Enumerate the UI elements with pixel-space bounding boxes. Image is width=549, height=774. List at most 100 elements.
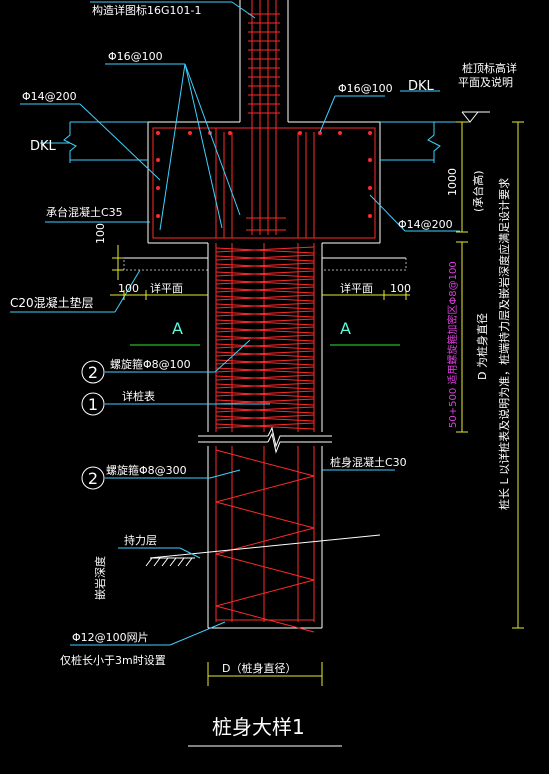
marker-label-2b: 2 — [88, 469, 98, 488]
spiral-sparse-turn — [215, 605, 315, 633]
spiral-sparse-turn — [215, 449, 315, 477]
spiral-dense-turn — [215, 375, 315, 382]
bearing-layer-label: 持力层 — [124, 533, 157, 547]
spiral-dense-turn — [215, 366, 315, 373]
bearing-layer-line — [145, 534, 381, 567]
spiral-dense-turn — [215, 423, 315, 430]
ground-hatch-stroke — [177, 557, 185, 567]
ground-hatch-stroke — [161, 557, 169, 567]
section-a-right: A — [340, 319, 351, 338]
cap-concrete-label: 承台混凝土C35 — [46, 205, 123, 219]
mesh-label: Φ12@100网片 — [72, 631, 149, 644]
cap-height-note: (承台高) — [471, 170, 485, 212]
dkl-left-label: DKL — [30, 139, 57, 154]
spiral-dense-turn — [215, 399, 315, 406]
phi16-left-label: Φ16@100 — [108, 50, 163, 63]
ground-hatch-stroke — [153, 557, 161, 567]
dense-zone-label: 50+500 适用螺旋箍加密区Φ8@100 — [446, 261, 459, 428]
spiral-dense-turn — [215, 415, 315, 422]
spiral-dense-turn — [215, 374, 315, 381]
spiral-dense-label: 螺旋箍Φ8@100 — [110, 357, 191, 371]
embed-depth-label: 嵌岩深度 — [93, 556, 107, 600]
phi14-right-label: Φ14@200 — [398, 218, 453, 231]
spiral-sparse-turn — [215, 501, 315, 529]
marker-circle-1 — [81, 392, 105, 416]
spiral-dense-turn — [215, 335, 315, 342]
spiral-dense-turn — [215, 311, 315, 318]
ground-hatch-stroke — [185, 557, 193, 567]
pile-upper — [207, 243, 323, 432]
ground-hatch-stroke — [169, 557, 177, 567]
spiral-dense-turn — [215, 246, 315, 253]
spiral-dense-turn — [215, 279, 315, 286]
cap-rebar-dot — [368, 131, 372, 135]
spiral-dense-turn — [215, 286, 315, 293]
dim-vert-100: 100 — [94, 223, 107, 244]
spiral-dense-turn — [215, 334, 315, 341]
cap-top-note-1: 桩顶标高详 — [462, 61, 517, 75]
main-bar-label: 详桩表 — [122, 389, 155, 403]
drawing-title: 桩身大样1 — [212, 715, 305, 739]
spiral-sparse-turn — [215, 579, 315, 607]
spiral-dense-turn — [215, 391, 315, 398]
marker-label-2a: 2 — [88, 363, 98, 382]
spiral-dense-turn — [215, 350, 315, 357]
cap-rebar-dot — [368, 214, 372, 218]
spiral-dense-turn — [215, 342, 315, 349]
spiral-dense-turn — [215, 343, 315, 350]
cap-rebar-dot — [298, 131, 302, 135]
spiral-dense-turn — [215, 310, 315, 317]
pile-diameter-label: D（桩身直径） — [222, 661, 296, 675]
top-ref-label: 构造详图标16G101-1 — [92, 3, 201, 17]
cap-rebar-dot — [338, 131, 342, 135]
phi16-right-label: Φ16@100 — [338, 82, 393, 95]
spiral-dense-turn — [215, 382, 315, 389]
cap-rebar-dot — [368, 158, 372, 162]
marker-circle-2a — [81, 360, 105, 384]
spiral-dense-turn — [215, 326, 315, 333]
cap-rebar-dot — [156, 131, 160, 135]
spiral-dense-turn — [215, 327, 315, 334]
mesh-note-label: 仅桩长小于3m时设置 — [60, 653, 166, 667]
spiral-dense-turn — [215, 294, 315, 301]
cap-rebar-dot — [156, 214, 160, 218]
ground-hatch-stroke — [145, 557, 153, 567]
spiral-dense-turn — [215, 270, 315, 277]
spiral-dense-turn — [215, 318, 315, 325]
column — [239, 0, 289, 235]
spiral-sparse-label: 螺旋箍Φ8@300 — [106, 463, 187, 477]
spiral-dense-turn — [215, 407, 315, 414]
spiral-dense-turn — [215, 414, 315, 421]
plan-right-label: 详平面 — [340, 281, 373, 295]
cushion-layer — [123, 257, 407, 271]
cap-top-note-2: 平面及说明 — [458, 75, 513, 89]
spiral-sparse-turn — [215, 475, 315, 503]
section-a-left: A — [172, 319, 183, 338]
dim-right-100: 100 — [390, 282, 411, 295]
side-note-2: 桩长 L 以详桩表及说明为准，桩端持力层及嵌岩深度应满足设计要求 — [497, 178, 511, 510]
marker-label-1: 1 — [88, 395, 98, 414]
spiral-dense-turn — [215, 390, 315, 397]
spiral-dense-turn — [215, 295, 315, 302]
cushion-label: C20混凝土垫层 — [10, 295, 94, 310]
cap-rebar-dot — [156, 158, 160, 162]
spiral-dense-turn — [215, 278, 315, 285]
spiral-dense-turn — [215, 271, 315, 278]
spiral-dense-turn — [215, 254, 315, 261]
plan-left-label: 详平面 — [150, 281, 183, 295]
dim-left-100: 100 — [118, 282, 139, 295]
cap-height-label: 1000 — [446, 168, 459, 196]
spiral-dense-turn — [215, 263, 315, 270]
spiral-dense-turn — [215, 398, 315, 405]
spiral-dense-turn — [215, 287, 315, 294]
cap-rebar-dot — [156, 186, 160, 190]
spiral-dense-turn — [215, 303, 315, 310]
spiral-dense-turn — [215, 359, 315, 366]
spiral-dense-turn — [215, 422, 315, 429]
spiral-dense-turn — [215, 367, 315, 374]
pile-lower — [207, 446, 323, 633]
cap-rebar-dot — [318, 131, 322, 135]
spiral-sparse-turn — [215, 553, 315, 581]
spiral-dense-turn — [215, 358, 315, 365]
cap-rebar-dot — [228, 131, 232, 135]
